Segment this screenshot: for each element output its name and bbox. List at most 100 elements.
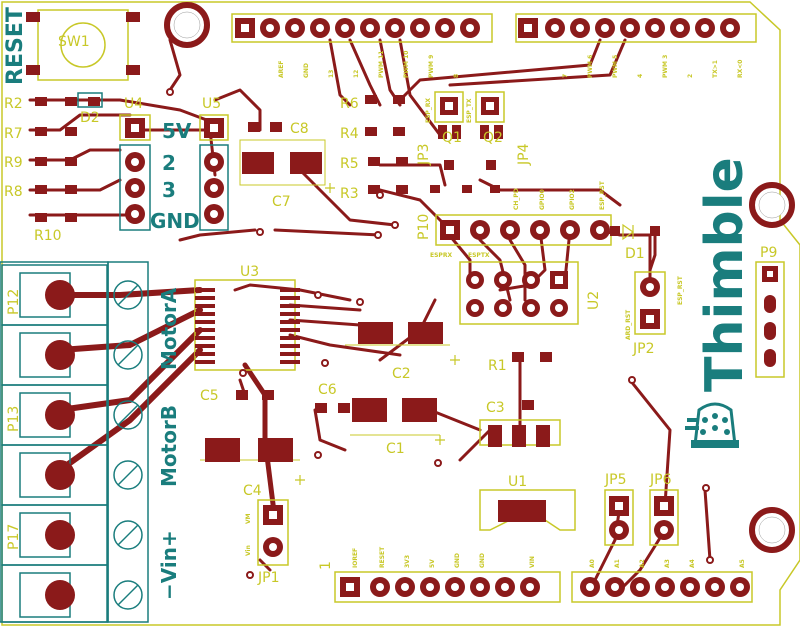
pin-label-4: 4 bbox=[637, 74, 644, 78]
esp-rx-label: ESP_RX bbox=[425, 98, 432, 123]
pin-label-a3: A3 bbox=[664, 559, 671, 568]
pin-label-a2: A2 bbox=[639, 559, 646, 568]
jp5-label: JP5 bbox=[604, 472, 626, 488]
pin-label-8: 8 bbox=[453, 74, 460, 78]
esp-rst-label: ESP_RST bbox=[599, 180, 606, 210]
pin-label-pwm6: PWM 6 bbox=[587, 55, 594, 78]
pin-label-gnd-1: GND bbox=[454, 553, 461, 568]
ch-pd-label: CH_PD bbox=[513, 188, 520, 210]
r10-label: R10 bbox=[34, 228, 62, 244]
u2-label: U2 bbox=[586, 291, 602, 310]
u4-label: U4 bbox=[124, 96, 143, 112]
pin-label-a1: A1 bbox=[614, 559, 621, 568]
p17-label: P17 bbox=[6, 524, 22, 550]
q1-label: Q1 bbox=[442, 130, 462, 146]
r1-label: R1 bbox=[488, 358, 507, 374]
d2-label: D2 bbox=[80, 110, 100, 126]
pin-label-13: 13 bbox=[328, 70, 335, 78]
analog-header-pin-labels: A0 A1 A2 A3 A4 A5 bbox=[589, 559, 746, 568]
p13-label: P13 bbox=[6, 406, 22, 432]
pin-label-tx1: TX>1 bbox=[712, 60, 719, 78]
esp-tx-label: ESP_TX bbox=[466, 98, 473, 123]
pin-label-gnd-2: GND bbox=[479, 553, 486, 568]
pin-label-a5: A5 bbox=[739, 559, 746, 568]
terminal-blocks bbox=[1, 264, 143, 623]
r9-label: R9 bbox=[4, 155, 23, 171]
vin-label: −Vin+ bbox=[157, 530, 181, 600]
r8-label: R8 bbox=[4, 184, 23, 200]
gnd-label: GND bbox=[150, 209, 200, 233]
esprx-label: ESPRX bbox=[430, 252, 452, 259]
u5-label: U5 bbox=[202, 96, 221, 112]
jp3-label: JP3 bbox=[416, 144, 432, 166]
motor-b-label: MotorB bbox=[157, 405, 181, 487]
pin-label-pwm11: PWM 11 bbox=[378, 51, 385, 78]
sw1-label: SW1 bbox=[58, 34, 90, 50]
c5-label: C5 bbox=[200, 388, 219, 404]
pin-label-5v: 5V bbox=[429, 559, 436, 568]
pin-label-ioref: IOREF bbox=[352, 548, 359, 568]
esp-rst-jp2-label: ESP_RST bbox=[677, 275, 684, 305]
c3-label: C3 bbox=[486, 400, 505, 416]
c1-label: C1 bbox=[386, 441, 405, 457]
power-header-pin-labels: IOREF RESET 3V3 5V GND GND VIN bbox=[352, 546, 536, 568]
u3-label: U3 bbox=[240, 264, 259, 280]
r5-label: R5 bbox=[340, 156, 359, 172]
jp1-label: JP1 bbox=[257, 570, 279, 586]
gpio2-label: GPIO2 bbox=[569, 189, 576, 210]
p10-label: P10 bbox=[416, 214, 432, 240]
jp4-label: JP4 bbox=[516, 143, 532, 166]
5v-label: 5V bbox=[162, 119, 192, 143]
ard-rst-label: ARD_RST bbox=[625, 309, 632, 340]
c8-label: C8 bbox=[290, 121, 309, 137]
d1-label: D1 bbox=[625, 246, 645, 262]
r6-label: R6 bbox=[340, 96, 359, 112]
pin-label-pwm5: PWM 5 bbox=[612, 55, 619, 78]
pin-label-a0: A0 bbox=[589, 559, 596, 568]
pin-label-aref: AREF bbox=[278, 61, 285, 78]
vm-label: VM bbox=[245, 513, 252, 524]
pin-label-reset: RESET bbox=[379, 546, 386, 568]
pin-3-label: 3 bbox=[162, 178, 176, 202]
thimble-logo-text: Thimble bbox=[695, 157, 755, 392]
jp6-label: JP6 bbox=[649, 472, 672, 488]
pin-label-7: 7 bbox=[562, 74, 569, 78]
u1-label: U1 bbox=[508, 474, 527, 490]
c4-label: C4 bbox=[243, 483, 262, 499]
vin-small-label: Vin bbox=[245, 545, 252, 556]
pin-2-label: 2 bbox=[162, 151, 176, 175]
gpio0-label: GPIO0 bbox=[539, 189, 546, 210]
pin-label-pwm10: PWM 10 bbox=[403, 51, 410, 78]
pin-label-gnd: GND bbox=[303, 63, 310, 78]
pin-label-3v3: 3V3 bbox=[404, 555, 411, 568]
r2-label: R2 bbox=[4, 96, 23, 112]
silkscreen-outlines bbox=[0, 9, 785, 623]
c6-label: C6 bbox=[318, 382, 337, 398]
c2-label: C2 bbox=[392, 366, 411, 382]
pin-label-a4: A4 bbox=[689, 559, 696, 568]
r7-label: R7 bbox=[4, 126, 23, 142]
pin-label-pwm9: PWM 9 bbox=[428, 55, 435, 78]
r4-label: R4 bbox=[340, 126, 359, 142]
q2-label: Q2 bbox=[483, 130, 503, 146]
top-header-pin-labels: AREF GND 13 12 PWM 11 PWM 10 PWM 9 8 7 P… bbox=[278, 51, 744, 78]
p9-label: P9 bbox=[760, 245, 777, 261]
power-header-pin1-label: 1 bbox=[318, 561, 334, 570]
c7-label: C7 bbox=[272, 194, 291, 210]
motor-a-label: MotorA bbox=[157, 287, 181, 370]
jp2-label: JP2 bbox=[632, 341, 654, 357]
r3-label: R3 bbox=[340, 186, 359, 202]
reset-label: RESET bbox=[3, 7, 28, 85]
pin-label-rx0: RX<0 bbox=[737, 60, 744, 78]
pin-label-vin: VIN bbox=[529, 556, 536, 568]
mounting-holes bbox=[164, 2, 795, 553]
pin-label-12: 12 bbox=[353, 70, 360, 78]
esptx-label: ESPTX bbox=[468, 252, 490, 259]
thimble-logo-icon bbox=[685, 402, 739, 448]
reference-designators: SW1 R2 R7 R9 R8 R10 D2 U4 U5 C8 C7 R6 R4… bbox=[4, 34, 777, 586]
copper-pads bbox=[1, 12, 778, 623]
p12-label: P12 bbox=[6, 289, 22, 315]
